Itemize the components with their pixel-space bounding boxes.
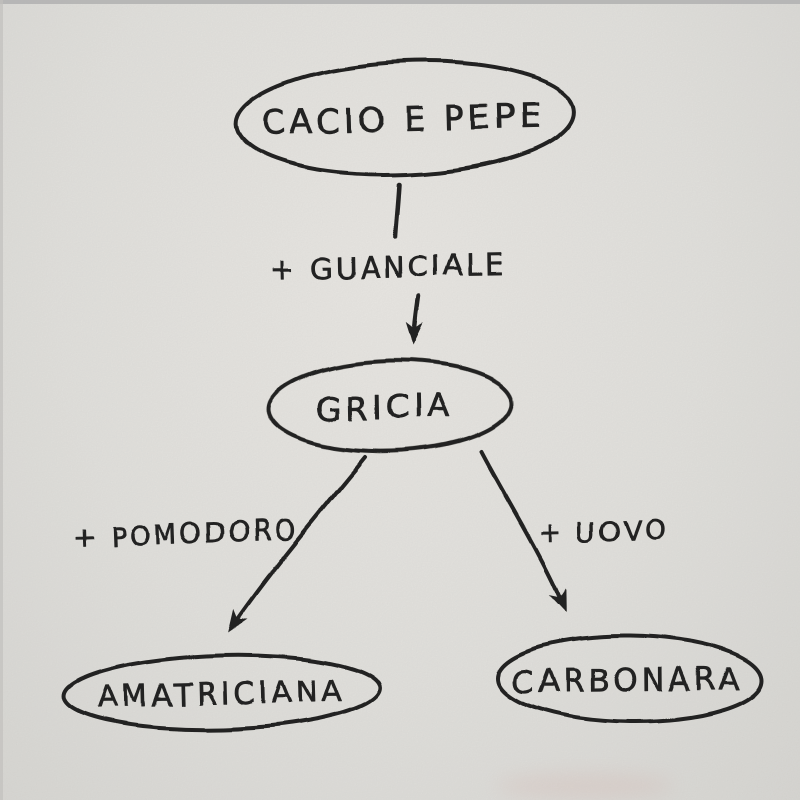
node-oval-carbonara [496,633,764,725]
watermark-smudge [497,773,673,799]
node-label-gricia: GRICIA [316,387,454,428]
ink-layer: CACIO E PEPE GRICIA AMATRICIANA CARBONAR… [62,59,764,732]
node-label-carbonara: CARBONARA [512,662,744,700]
edge-guanciale-to-gricia-arrow [406,294,425,346]
edge-gricia-to-amatriciana-arrow [227,455,367,633]
node-label-cacio-e-pepe: CACIO E PEPE [261,96,544,143]
node-label-amatriciana: AMATRICIANA [96,674,347,716]
photo-top-edge [0,0,800,4]
edge-label-uovo: + UOVO [539,516,669,549]
photo-left-edge [0,0,3,800]
edge-cacio-to-guanciale-line [393,181,403,239]
node-oval-amatriciana [62,652,382,732]
node-oval-cacio-e-pepe [234,59,576,177]
node-oval-gricia [267,358,513,454]
edge-label-guanciale: + GUANCIALE [271,248,506,286]
edge-gricia-to-carbonara-arrow [479,450,566,613]
